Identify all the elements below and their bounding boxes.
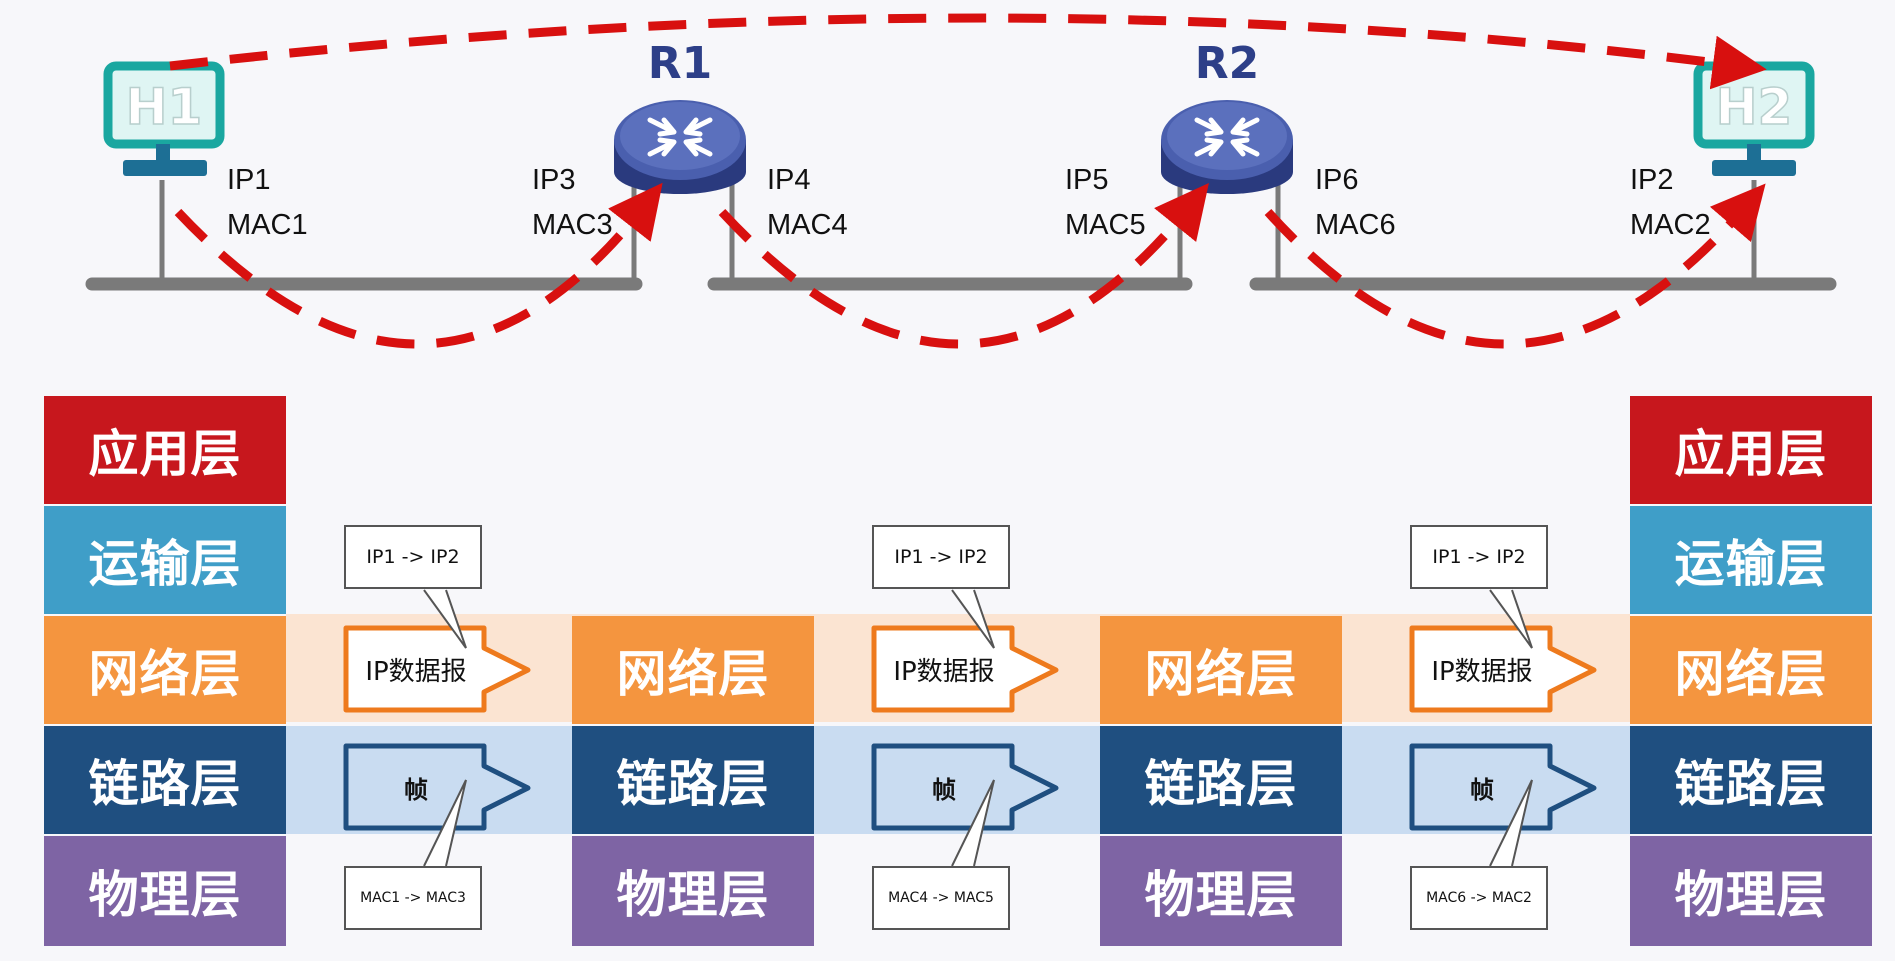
h2-network-layer: 网络层 — [1630, 616, 1872, 724]
h2-mac: MAC2 — [1630, 209, 1711, 241]
hop-1-ip-callout: IP1 -> IP2 — [344, 525, 482, 589]
r1-left-address: IP3 MAC3 — [532, 158, 613, 248]
router-r2-icon: R2 — [1161, 38, 1293, 194]
h2-address: IP2 MAC2 — [1630, 158, 1711, 248]
r1-right-address: IP4 MAC4 — [767, 158, 848, 248]
host-h1-icon: H1 — [103, 61, 225, 176]
host-h2-label: H2 — [1716, 78, 1793, 136]
r2-left-address: IP5 MAC5 — [1065, 158, 1146, 248]
hop-2-ip-callout: IP1 -> IP2 — [872, 525, 1010, 589]
hop-2-path — [718, 182, 1209, 349]
r2-physical-layer: 物理层 — [1100, 836, 1342, 946]
r1-right-mac: MAC4 — [767, 209, 848, 241]
h1-link-layer: 链路层 — [44, 726, 286, 834]
r1-physical-layer: 物理层 — [572, 836, 814, 946]
hop-2-datagram-label: IP数据报 — [893, 656, 995, 687]
end-to-end-path — [169, 13, 1767, 90]
router-r1-icon: R1 — [614, 38, 746, 194]
h2-transport-layer: 运输层 — [1630, 506, 1872, 614]
h1-application-layer: 应用层 — [44, 396, 286, 504]
h2-link-layer: 链路层 — [1630, 726, 1872, 834]
hop-3-ip-callout: IP1 -> IP2 — [1410, 525, 1548, 589]
r2-left-ip: IP5 — [1065, 164, 1109, 196]
r1-left-mac: MAC3 — [532, 209, 613, 241]
hop-1-frame-label: 帧 — [404, 775, 428, 804]
h1-mac: MAC1 — [227, 209, 308, 241]
router-r1-label: R1 — [648, 38, 713, 89]
r1-link-layer: 链路层 — [572, 726, 814, 834]
r1-left-ip: IP3 — [532, 164, 576, 196]
r2-link-layer: 链路层 — [1100, 726, 1342, 834]
r1-right-ip: IP4 — [767, 164, 811, 196]
h2-physical-layer: 物理层 — [1630, 836, 1872, 946]
hop-1-path — [174, 182, 663, 349]
hop-2-frame-label: 帧 — [932, 775, 956, 804]
r1-network-layer: 网络层 — [572, 616, 814, 724]
hop-1-datagram-label: IP数据报 — [365, 656, 467, 687]
hop-3-mac-callout: MAC6 -> MAC2 — [1410, 866, 1548, 930]
router-r2-label: R2 — [1195, 38, 1260, 89]
hop-3-path — [1264, 183, 1766, 349]
h1-transport-layer: 运输层 — [44, 506, 286, 614]
r2-network-layer: 网络层 — [1100, 616, 1342, 724]
host-h1-label: H1 — [126, 78, 203, 136]
topology-diagram: H1 H2 R1 R2 — [85, 13, 1837, 349]
h1-ip: IP1 — [227, 164, 271, 196]
h1-physical-layer: 物理层 — [44, 836, 286, 946]
h1-address: IP1 MAC1 — [227, 158, 308, 248]
h2-ip: IP2 — [1630, 164, 1674, 196]
hop-3-frame-label: 帧 — [1470, 775, 1494, 804]
r2-right-mac: MAC6 — [1315, 209, 1396, 241]
r2-left-mac: MAC5 — [1065, 209, 1146, 241]
hop-3-datagram-label: IP数据报 — [1431, 656, 1533, 687]
h2-application-layer: 应用层 — [1630, 396, 1872, 504]
h1-network-layer: 网络层 — [44, 616, 286, 724]
r2-right-ip: IP6 — [1315, 164, 1359, 196]
host-h2-icon: H2 — [1693, 61, 1815, 176]
hop-2-mac-callout: MAC4 -> MAC5 — [872, 866, 1010, 930]
r2-right-address: IP6 MAC6 — [1315, 158, 1396, 248]
hop-1-mac-callout: MAC1 -> MAC3 — [344, 866, 482, 930]
